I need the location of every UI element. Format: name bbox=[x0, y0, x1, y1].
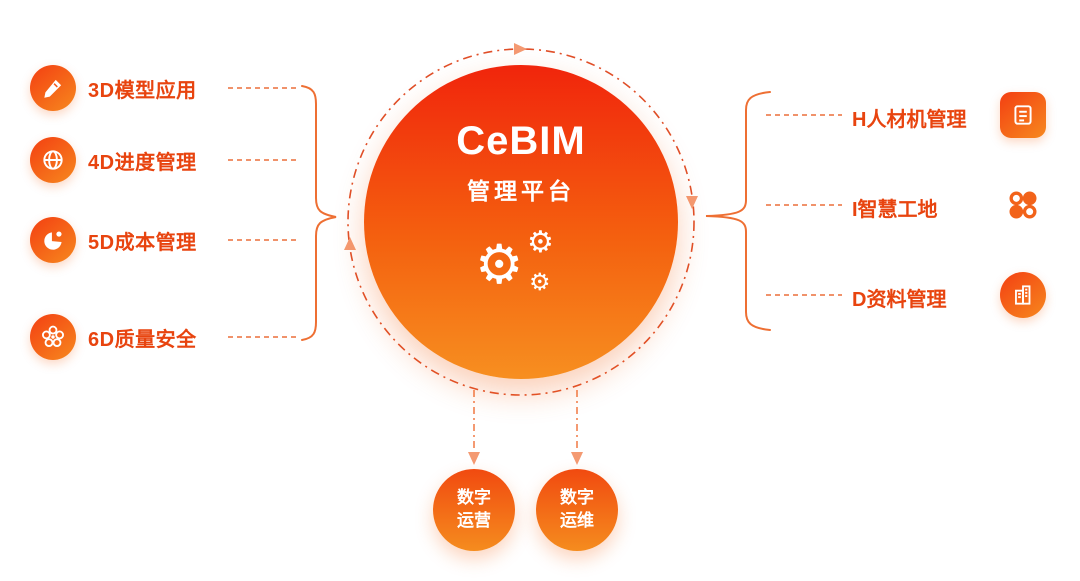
right-item-label: H人材机管理 bbox=[852, 109, 967, 131]
digital-operation-circle: 数字运营 bbox=[433, 469, 515, 551]
digital-maintenance-label: 数字运维 bbox=[559, 488, 594, 530]
central-platform-circle: CeBIM 管理平台 ⚙ ⚙ ⚙ bbox=[364, 65, 678, 379]
rotation-arrow-left-icon bbox=[344, 237, 356, 250]
left-item-4d-schedule: 4D进度管理 bbox=[30, 137, 197, 183]
flower-icon bbox=[30, 314, 76, 360]
pie-chart-icon bbox=[30, 217, 76, 263]
down-arrow-left-icon bbox=[468, 452, 480, 465]
digital-operation-label: 数字运营 bbox=[456, 488, 491, 530]
right-item-label: D资料管理 bbox=[852, 289, 947, 311]
rotation-arrow-right-icon bbox=[686, 196, 698, 209]
gears-icon: ⚙ ⚙ ⚙ bbox=[469, 228, 573, 312]
right-item-label: I智慧工地 bbox=[852, 199, 938, 221]
building-icon bbox=[1000, 272, 1046, 318]
design-pen-icon bbox=[30, 65, 76, 111]
left-item-label: 6D质量安全 bbox=[88, 328, 197, 351]
document-icon bbox=[1000, 92, 1046, 138]
right-brace bbox=[705, 91, 771, 331]
gear-icon: ⚙ bbox=[527, 225, 554, 260]
platform-subtitle: 管理平台 bbox=[467, 178, 575, 204]
left-item-5d-cost: 5D成本管理 bbox=[30, 217, 197, 263]
left-item-6d-quality: 6D质量安全 bbox=[30, 314, 197, 360]
platform-title: CeBIM bbox=[456, 119, 586, 163]
left-brace bbox=[301, 85, 337, 341]
gear-icon: ⚙ bbox=[475, 233, 524, 296]
digital-maintenance-circle: 数字运维 bbox=[536, 469, 618, 551]
left-item-3d-model: 3D模型应用 bbox=[30, 65, 197, 111]
left-item-label: 3D模型应用 bbox=[88, 79, 197, 102]
left-item-label: 5D成本管理 bbox=[88, 231, 197, 254]
globe-icon bbox=[30, 137, 76, 183]
down-arrow-right-icon bbox=[571, 452, 583, 465]
nodes-icon bbox=[1000, 182, 1046, 228]
rotation-arrow-top-icon bbox=[514, 43, 527, 55]
gear-icon: ⚙ bbox=[529, 268, 551, 296]
left-item-label: 4D进度管理 bbox=[88, 151, 197, 174]
